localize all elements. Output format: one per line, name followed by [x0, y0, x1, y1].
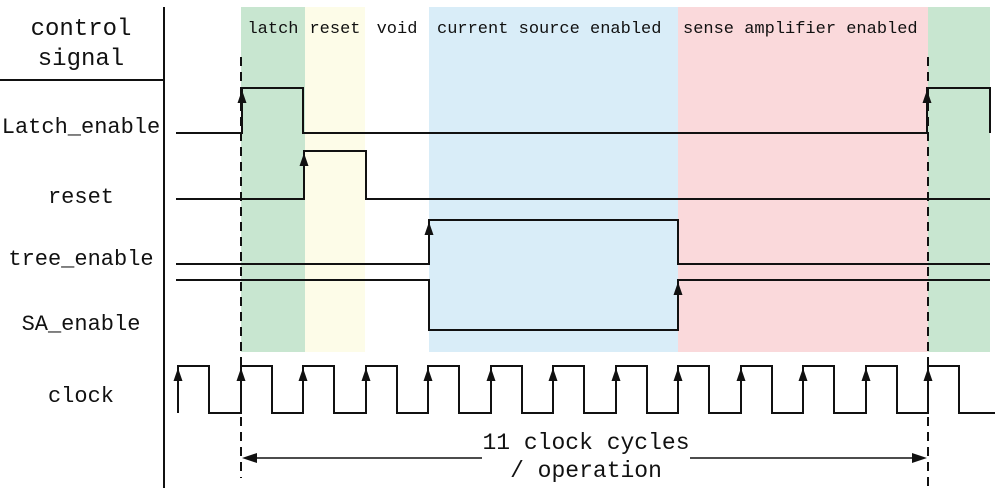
tree-enable-wave: [176, 219, 990, 265]
header-signal: signal: [37, 46, 125, 73]
rise-arrow-icon: [922, 90, 932, 103]
rise-arrow-icon: [237, 90, 247, 103]
phase-band-current-source: [429, 7, 678, 352]
measure-arrow-left-icon: [242, 453, 257, 463]
clock-rise-arrow-icon: [486, 368, 496, 381]
clock-rise-arrow-icon: [298, 368, 308, 381]
phase-label-latch: latch: [247, 20, 299, 39]
sa-enable-wave: [176, 279, 990, 331]
latch-enable-wave: [176, 87, 991, 134]
cycle-annotation-line2: / operation: [510, 458, 662, 484]
signal-label-clock: clock: [47, 384, 114, 409]
rise-arrow-icon: [299, 153, 309, 166]
signal-label-sa-enable: SA_enable: [21, 312, 141, 337]
cycle-annotation: 11 clock cycles / operation: [436, 429, 736, 485]
measure-arrow-right-icon: [912, 453, 927, 463]
clock-rise-arrow-icon: [236, 368, 246, 381]
phase-label-reset: reset: [309, 20, 361, 39]
signal-label-reset: reset: [47, 185, 114, 210]
clock-wave: [177, 365, 995, 414]
phase-band-next-latch: [928, 7, 990, 352]
reset-wave: [176, 150, 990, 200]
phase-band-latch: [241, 7, 305, 352]
clock-rise-arrow-icon: [548, 368, 558, 381]
clock-rise-arrow-icon: [736, 368, 746, 381]
phase-label-void: void: [376, 20, 418, 39]
phase-band-sense-amp: [678, 7, 928, 352]
clock-rise-arrow-icon: [861, 368, 871, 381]
signal-label-tree-enable: tree_enable: [8, 247, 154, 272]
signal-label-latch-enable: Latch_enable: [1, 115, 161, 140]
phase-band-reset: [305, 7, 365, 352]
clock-rise-arrow-icon: [173, 368, 183, 381]
clock-rise-arrow-icon: [611, 368, 621, 381]
clock-rise-arrow-icon: [673, 368, 683, 381]
clock-rise-arrow-icon: [361, 368, 371, 381]
clock-rise-arrow-icon: [423, 368, 433, 381]
phase-label-current-source: current source enabled: [437, 20, 662, 39]
header-control: control: [30, 16, 132, 43]
rise-arrow-icon: [424, 222, 434, 235]
phase-label-sense-amp: sense amplifier enabled: [683, 20, 918, 39]
cycle-annotation-line1: 11 clock cycles: [482, 430, 690, 456]
clock-rise-arrow-icon: [798, 368, 808, 381]
rise-arrow-icon: [673, 282, 683, 295]
clock-rise-arrow-icon: [923, 368, 933, 381]
